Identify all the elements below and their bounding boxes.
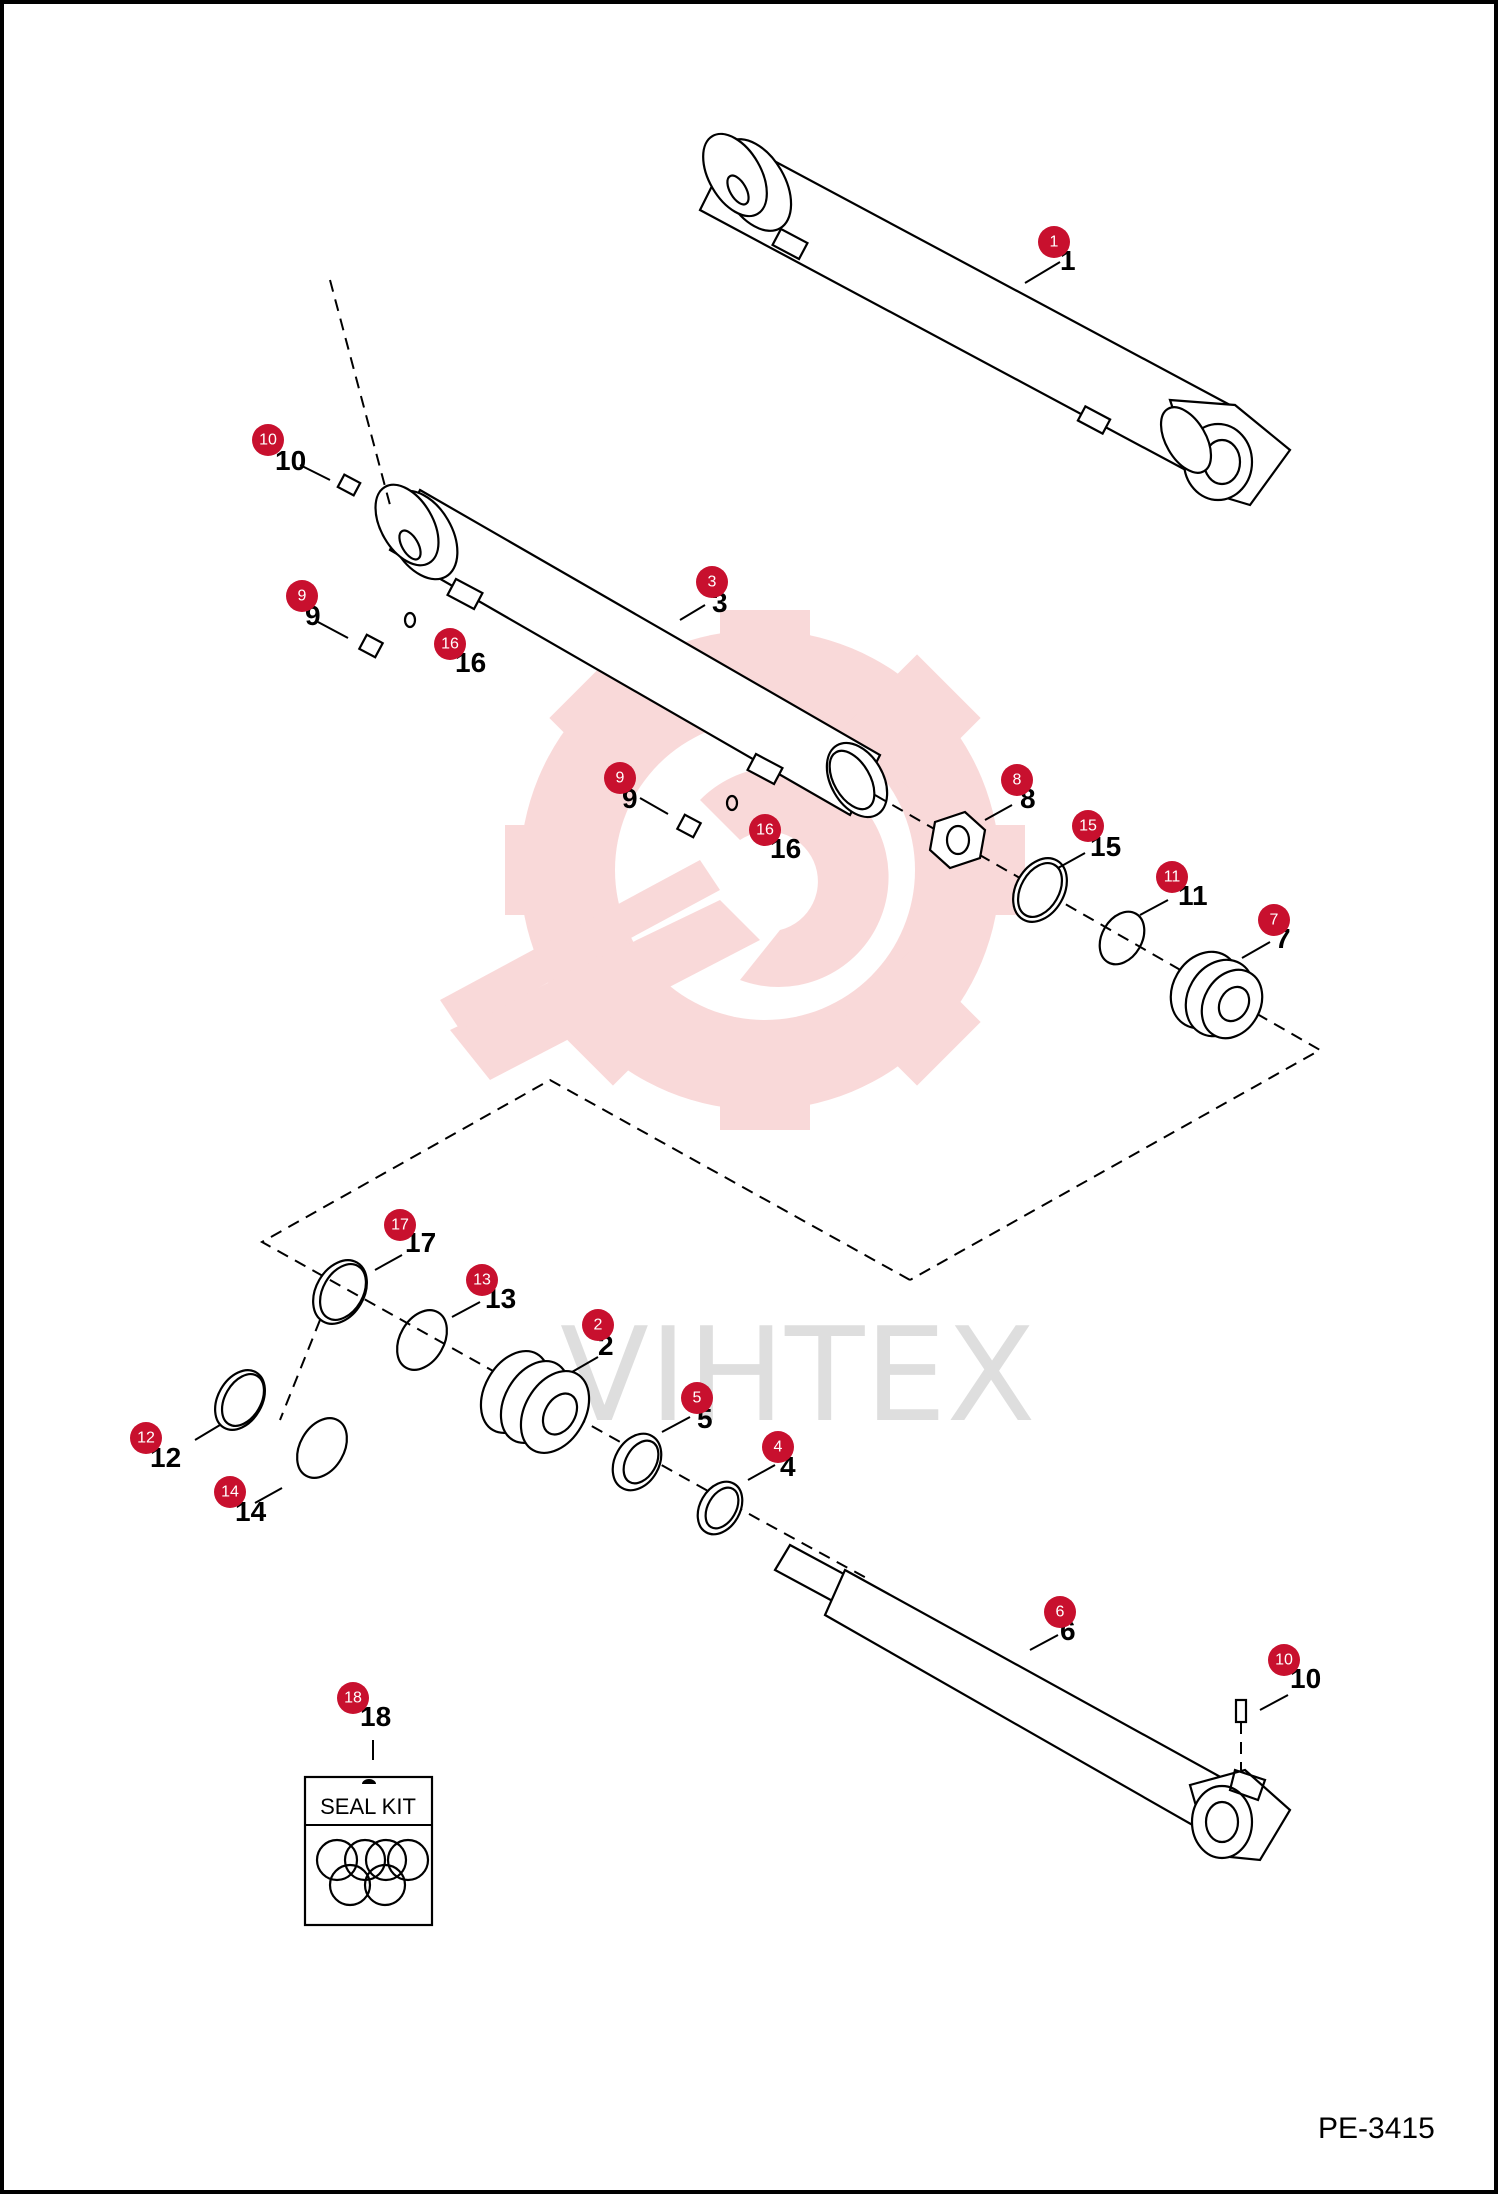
page-code: PE-3415: [1318, 2112, 1435, 2145]
callout-bubble: [466, 1264, 498, 1296]
callout-bubble-number: 10: [259, 432, 277, 449]
part-plug-right: [675, 794, 739, 839]
callout-bubble-number: 14: [221, 1484, 239, 1501]
assembly-path-lower: [259, 1078, 911, 1581]
part-backup-ring-12-inner: [220, 1373, 266, 1427]
seal-kit-card: SEAL KIT: [303, 1740, 434, 1927]
callout-bubble: [214, 1476, 246, 1508]
callout-bubble: [582, 1309, 614, 1341]
callout-bubble: [681, 1382, 713, 1414]
watermark-brand: VIHTEX: [560, 1299, 1036, 1451]
callout-bubble-number: 9: [616, 770, 625, 787]
callout-9a: 99: [286, 580, 321, 631]
callout-bubble: [1268, 1644, 1300, 1676]
assembly-path-fitting: [329, 279, 391, 506]
callout-bubble-number: 7: [1270, 912, 1279, 929]
callout-bubble-number: 16: [441, 636, 459, 653]
seal-kit-label: SEAL KIT: [320, 1794, 416, 1819]
leader-lines: [194, 261, 1289, 1711]
part-cylinder-assembly: [698, 132, 1292, 507]
callout-bubble-number: 8: [1013, 772, 1022, 789]
part-seal-17: [312, 1259, 368, 1325]
part-rod-seal-inner: [704, 1486, 740, 1530]
part-backup-ring-12: [214, 1369, 266, 1431]
callout-bubble-number: 15: [1079, 818, 1097, 835]
callout-bubble: [252, 424, 284, 456]
part-o-ring-11: [1098, 910, 1146, 966]
callout-1: 11: [1038, 226, 1076, 276]
part-nut: [928, 810, 987, 870]
callout-bubble: [696, 566, 728, 598]
callout-bubble-number: 17: [391, 1217, 409, 1234]
part-grease-fitting-top: [336, 473, 362, 497]
callout-bubble-number: 10: [1275, 1652, 1293, 1669]
callout-bubble-number: 16: [756, 822, 774, 839]
callout-bubble-number: 5: [693, 1390, 702, 1407]
callout-6: 66: [1044, 1596, 1076, 1646]
callout-bubble: [384, 1209, 416, 1241]
callout-bubble-number: 2: [594, 1317, 603, 1334]
part-seal-17-inner: [318, 1263, 368, 1321]
callout-bubble-number: 4: [774, 1439, 783, 1456]
callout-bubble-number: 11: [1164, 869, 1181, 886]
callout-5: 55: [681, 1382, 713, 1434]
callout-bubble: [1072, 810, 1104, 842]
part-rod-seal: [696, 1480, 744, 1536]
watermark-logo: VIHTEX: [440, 610, 1036, 1451]
callout-2: 22: [582, 1309, 614, 1361]
callout-7: 77: [1258, 904, 1291, 954]
part-barrel: [374, 483, 889, 819]
watermark-wrench-icon: [440, 766, 889, 1080]
part-rod: [773, 1543, 1292, 1862]
callout-bubble: [1044, 1596, 1076, 1628]
part-piston: [1169, 950, 1264, 1040]
callout-bubble: [604, 762, 636, 794]
callout-9b: 99: [604, 762, 638, 814]
callout-bubble: [1258, 904, 1290, 936]
callout-3: 33: [696, 566, 728, 618]
callout-bubble-number: 6: [1056, 1604, 1065, 1621]
callout-4: 44: [762, 1431, 796, 1482]
seal-kit-rings-icon: [315, 1838, 430, 1907]
callout-bubble: [1038, 226, 1070, 258]
callout-bubble: [130, 1422, 162, 1454]
part-o-ring-14: [296, 1417, 348, 1479]
callout-layer: 1110103399161699161688151511117717171313…: [130, 226, 1321, 1732]
callout-bubble-number: 3: [708, 574, 717, 591]
callout-bubble-number: 12: [137, 1430, 155, 1447]
callout-bubble: [434, 628, 466, 660]
callout-bubble: [337, 1682, 369, 1714]
callout-bubble: [762, 1431, 794, 1463]
callout-bubble-number: 13: [473, 1272, 491, 1289]
callout-bubble: [1001, 764, 1033, 796]
part-gland: [479, 1349, 591, 1455]
assembly-path-seals: [279, 1319, 321, 1421]
callout-bubble: [749, 814, 781, 846]
callout-8: 88: [1001, 764, 1036, 814]
callout-bubble-number: 18: [344, 1690, 362, 1707]
callout-bubble: [1156, 861, 1188, 893]
part-o-ring-13: [396, 1309, 448, 1371]
callout-bubble: [286, 580, 318, 612]
callout-bubble-number: 9: [298, 588, 307, 605]
callout-bubble-number: 1: [1050, 234, 1059, 251]
part-plug-left: [357, 611, 417, 659]
part-wiper-inner: [622, 1439, 660, 1485]
part-backup-ring-inner: [1016, 862, 1064, 918]
